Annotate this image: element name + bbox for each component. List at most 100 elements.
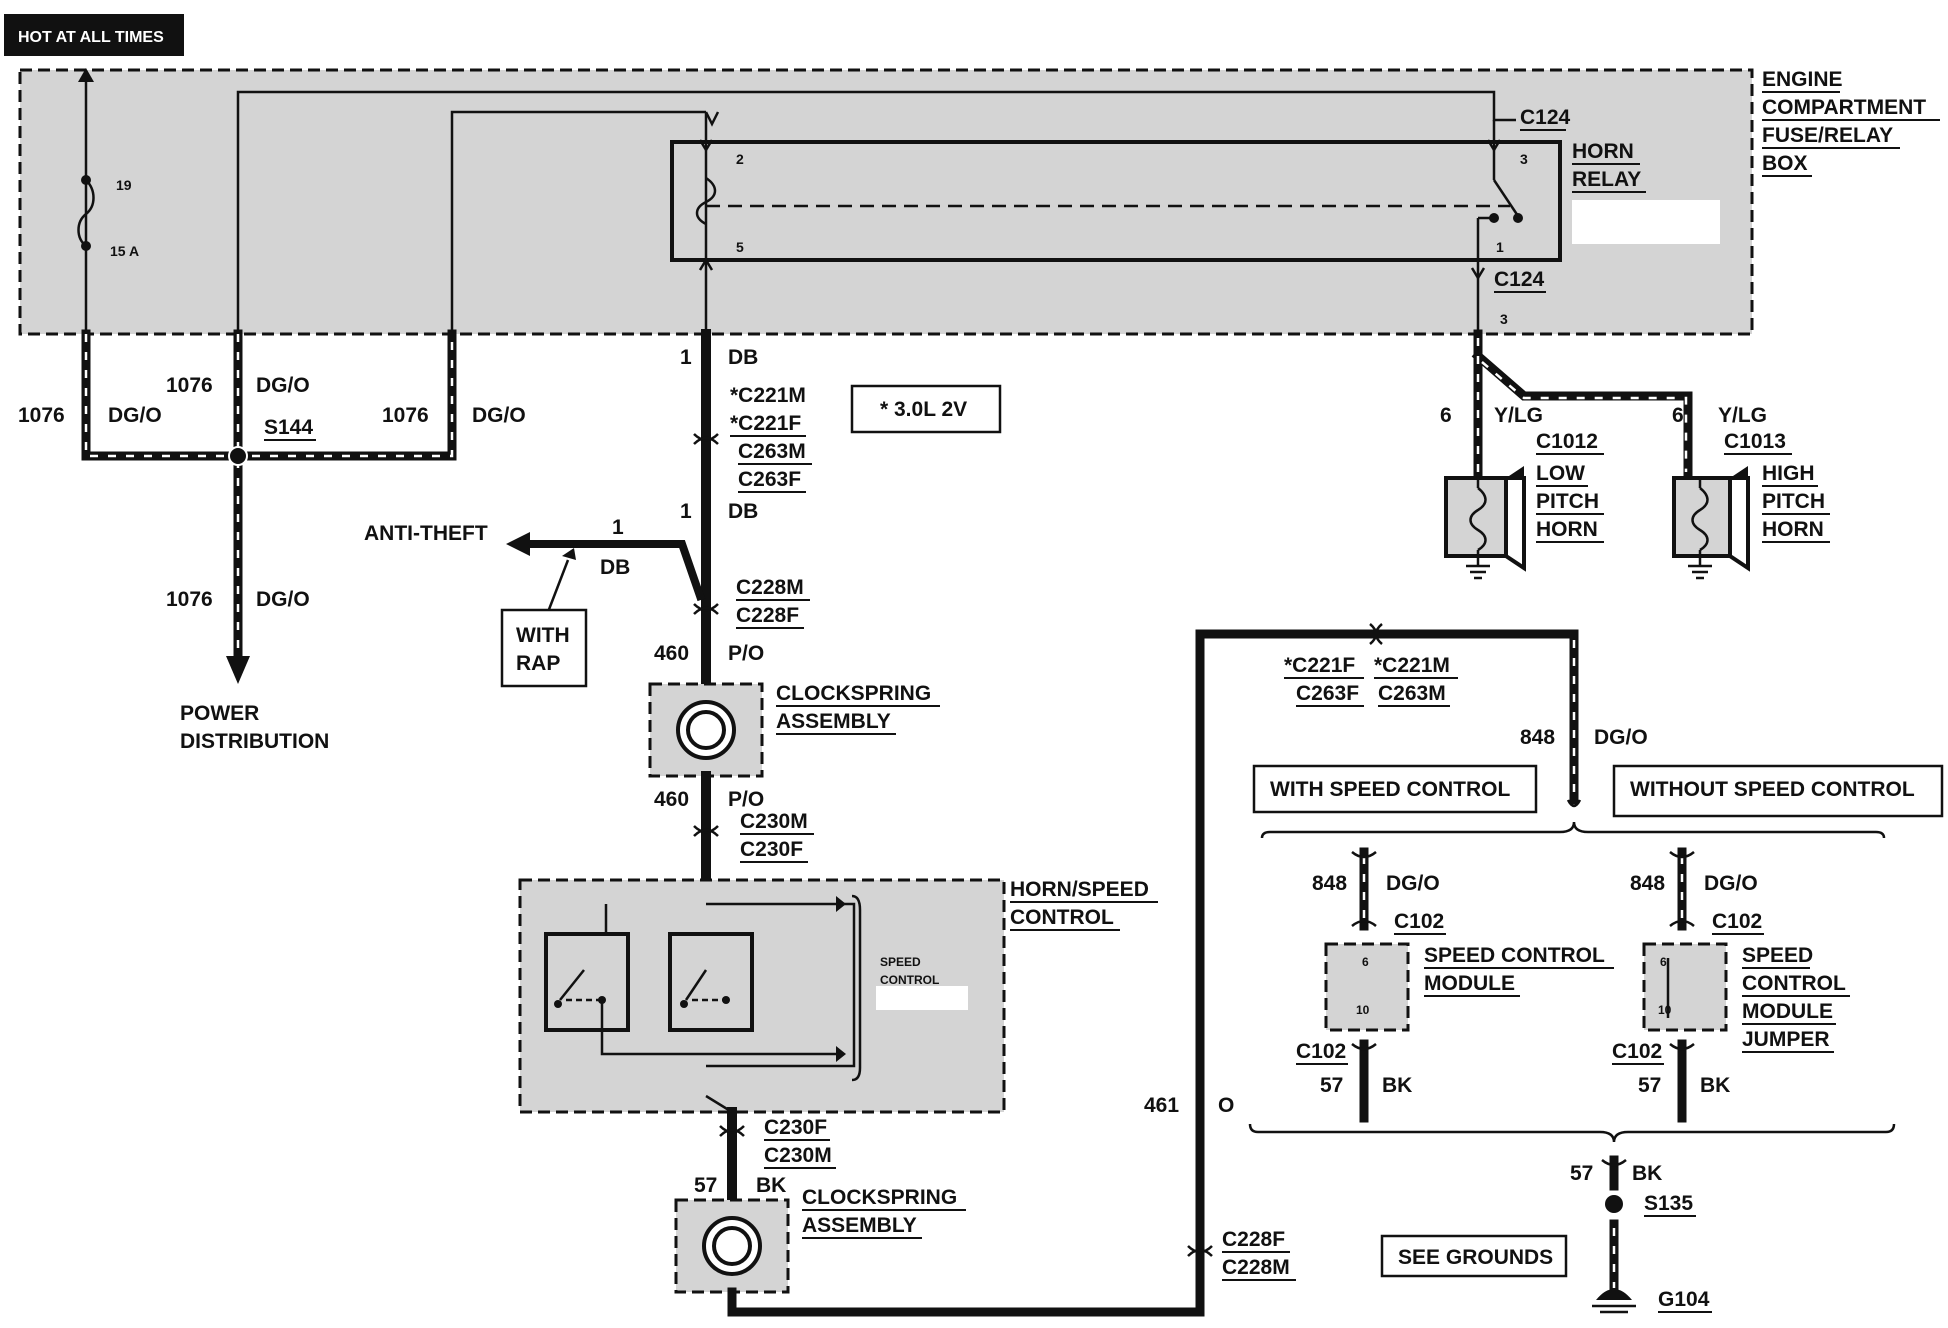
db-num-mid: 1 <box>680 500 692 523</box>
jumper-title-line-1: SPEED <box>1742 944 1813 967</box>
db-num-top: 1 <box>680 346 692 369</box>
splice-s144: S144 <box>264 416 313 439</box>
jumper-bk-num: 57 <box>1638 1074 1661 1097</box>
low-horn-line-1: LOW <box>1536 462 1585 485</box>
circuit-1076-color-a: DG/O <box>108 404 162 427</box>
circuit-461: 461 O C228F C228M <box>727 623 1383 1317</box>
connector-c263f: C263F <box>738 468 801 491</box>
clockspring-lower-line-1: CLOCKSPRING <box>802 1186 957 1209</box>
module-pin-6: 6 <box>1362 955 1369 969</box>
po-color-b: P/O <box>728 788 764 811</box>
module-pin-10: 10 <box>1356 1003 1370 1017</box>
fuse-relay-box: ENGINE COMPARTMENT FUSE/RELAY BOX <box>18 68 1940 336</box>
jumper-title-line-3: MODULE <box>1742 1000 1833 1023</box>
jumper-title-line-2: CONTROL <box>1742 972 1846 995</box>
relay-pin-5: 5 <box>736 239 744 255</box>
splice-s135: S135 <box>1644 1192 1693 1215</box>
ground-bk-num: 57 <box>1570 1162 1593 1185</box>
connector-c263f-right: C263F <box>1296 682 1359 705</box>
clockspring-upper: CLOCKSPRING ASSEMBLY <box>648 682 940 778</box>
low-horn-line-2: PITCH <box>1536 490 1599 513</box>
without-speed-control-label: WITHOUT SPEED CONTROL <box>1630 778 1915 801</box>
connector-c228m: C228M <box>736 576 804 599</box>
speed-control-line-2: CONTROL <box>880 973 939 987</box>
anti-theft-label[interactable]: ANTI-THEFT <box>364 522 488 545</box>
relay-pin-3: 3 <box>1520 151 1528 167</box>
circuit-1076: 1076 DG/O 1076 DG/O 1076 DG/O S144 1076 … <box>18 329 526 753</box>
center-bk-lower: C230F C230M 57 BK <box>694 1094 836 1211</box>
connector-c221m-right: *C221M <box>1374 654 1450 677</box>
low-horn-connector: C1012 <box>1536 430 1598 453</box>
jumper-pin-6: 6 <box>1660 955 1667 969</box>
ground-branch: 57 BK S135 G104 SEE GROUNDS <box>1248 1123 1896 1314</box>
module-bk-num: 57 <box>1320 1074 1343 1097</box>
db-color-top: DB <box>728 346 758 369</box>
fuse-box-title-line-4: BOX <box>1762 152 1808 175</box>
circuit-1076-num-d: 1076 <box>166 588 213 611</box>
relay-title-line-1: HORN <box>1572 140 1634 163</box>
relay-connector-top: C124 <box>1520 106 1571 129</box>
fuse-box-title-line-3: FUSE/RELAY <box>1762 124 1893 147</box>
po-num-a: 460 <box>654 642 689 665</box>
module-c102-bottom: C102 <box>1296 1040 1346 1063</box>
relay-title-line-2: RELAY <box>1572 168 1641 191</box>
jumper-title-line-4: JUMPER <box>1742 1028 1830 1051</box>
connector-c228f-bottom: C228F <box>1222 1228 1285 1251</box>
connector-c221f: *C221F <box>730 412 801 435</box>
module-title-line-1: SPEED CONTROL <box>1424 944 1605 967</box>
horn-relay: 2 5 3 1 3 C124 C124 HORN RELAY <box>670 106 1646 334</box>
ground-g104: G104 <box>1658 1288 1710 1311</box>
clockspring-upper-line-1: CLOCKSPRING <box>776 682 931 705</box>
low-pitch-horn: 6 Y/LG C1012 LOW PITCH HORN <box>1440 404 1604 580</box>
jumper-c102-bottom: C102 <box>1612 1040 1662 1063</box>
high-horn-circuit: 6 <box>1672 404 1684 427</box>
high-horn-line-3: HORN <box>1762 518 1824 541</box>
relay-connector-bottom: C124 <box>1494 268 1545 291</box>
high-horn-line-1: HIGH <box>1762 462 1815 485</box>
connector-c228m-bottom: C228M <box>1222 1256 1290 1279</box>
circuit-1076-color-c: DG/O <box>472 404 526 427</box>
module-848-num: 848 <box>1312 872 1347 895</box>
circuit-461-color: O <box>1218 1094 1234 1117</box>
circuit-848-num: 848 <box>1520 726 1555 749</box>
clockspring-upper-line-2: ASSEMBLY <box>776 710 891 733</box>
low-horn-circuit: 6 <box>1440 404 1452 427</box>
connector-c230m-bottom: C230M <box>764 1144 832 1167</box>
fuse-box-title-line-2: COMPARTMENT <box>1762 96 1926 119</box>
see-grounds-label[interactable]: SEE GROUNDS <box>1398 1246 1553 1269</box>
switch-title-line-2: CONTROL <box>1010 906 1114 929</box>
circuit-1076-num-b: 1076 <box>166 374 213 397</box>
ground-bk-color: BK <box>1632 1162 1662 1185</box>
engine-note: * 3.0L 2V <box>880 398 967 421</box>
low-horn-color: Y/LG <box>1494 404 1543 427</box>
switch-title-line-1: HORN/SPEED <box>1010 878 1149 901</box>
connector-c263m: C263M <box>738 440 806 463</box>
relay-pin-1: 1 <box>1496 239 1504 255</box>
circuit-1076-num-a: 1076 <box>18 404 65 427</box>
hot-at-all-times-badge: HOT AT ALL TIMES <box>4 14 184 56</box>
circuit-1076-color-b: DG/O <box>256 374 310 397</box>
circuit-848: *C221F C263F *C221M C263M 848 DG/O WITH … <box>1252 629 1944 839</box>
circuit-848-color: DG/O <box>1594 726 1648 749</box>
low-horn-line-3: HORN <box>1536 518 1598 541</box>
module-848-color: DG/O <box>1386 872 1440 895</box>
high-horn-color: Y/LG <box>1718 404 1767 427</box>
jumper-c102-top: C102 <box>1712 910 1762 933</box>
connector-c221f-right: *C221F <box>1284 654 1355 677</box>
connector-c230f-top: C230F <box>740 838 803 861</box>
horn-feed <box>1471 329 1693 481</box>
connector-c230m-top: C230M <box>740 810 808 833</box>
with-speed-control-label: WITH SPEED CONTROL <box>1270 778 1511 801</box>
connector-c263m-right: C263M <box>1378 682 1446 705</box>
db-color-mid: DB <box>728 500 758 523</box>
relay-output-pin-3: 3 <box>1500 311 1508 327</box>
power-distribution-line-2: DISTRIBUTION <box>180 730 329 753</box>
power-distribution-line-1: POWER <box>180 702 259 725</box>
high-pitch-horn: 6 Y/LG C1013 HIGH PITCH HORN <box>1672 404 1830 580</box>
high-horn-connector: C1013 <box>1724 430 1786 453</box>
connector-c230f-bottom: C230F <box>764 1116 827 1139</box>
speed-control-module: 848 DG/O C102 6 10 SPEED CONTROL MODULE … <box>1296 847 1614 1123</box>
jumper-848-num: 848 <box>1630 872 1665 895</box>
speed-control-jumper: 848 DG/O C102 6 10 SPEED CONTROL MODULE … <box>1612 847 1850 1123</box>
